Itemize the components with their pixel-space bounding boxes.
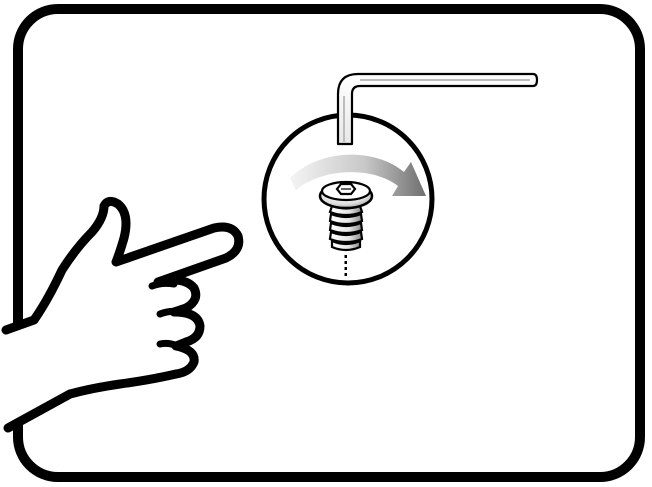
pointing-hand-icon [1,196,244,433]
rotation-arrow-icon [290,154,426,196]
screw-icon [318,180,374,276]
allen-key-icon [336,72,539,146]
